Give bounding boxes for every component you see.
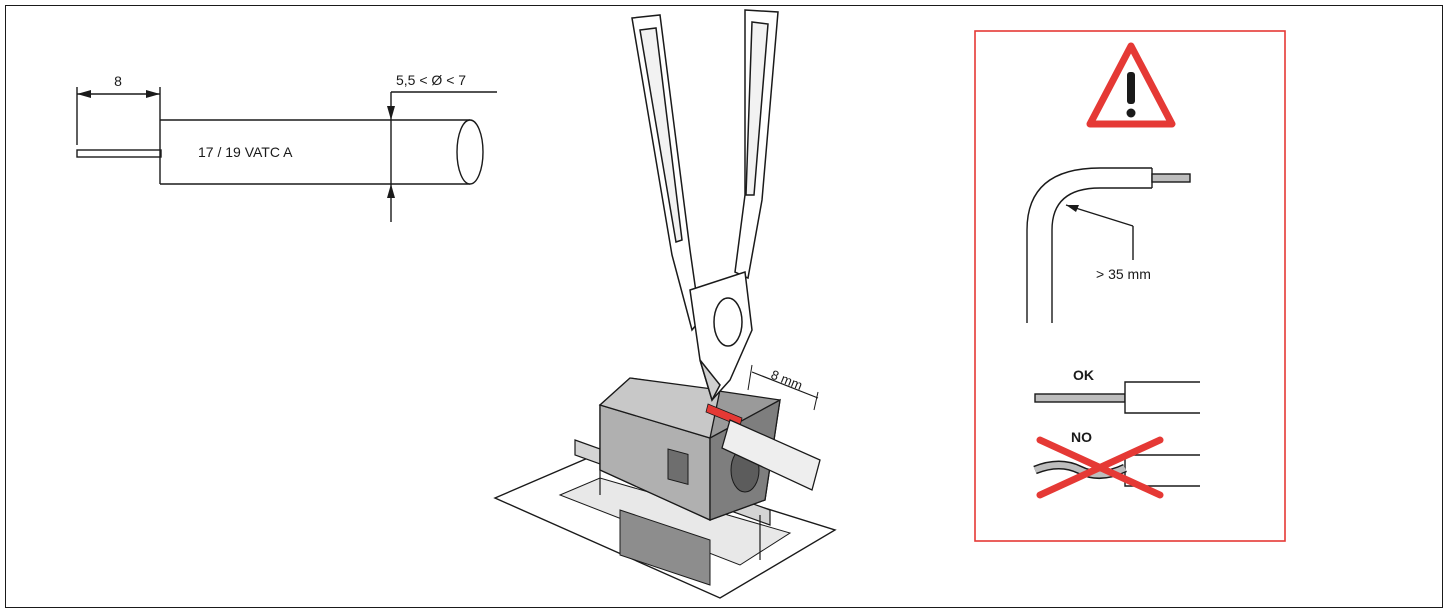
strip-length-label: 8 xyxy=(114,73,122,89)
plier-handle-right-grip xyxy=(745,21,769,196)
strip-arrow-right xyxy=(146,90,160,98)
diameter-arrow-bottom xyxy=(387,184,395,198)
bend-radius-drawing xyxy=(1026,167,1191,323)
ok-wire xyxy=(1034,393,1126,403)
diameter-range-label: 5,5 < Ø < 7 xyxy=(396,72,466,88)
install-strip-ext-right xyxy=(813,391,819,411)
plier-handle-left-grip xyxy=(639,27,683,243)
cable-entering xyxy=(721,419,821,491)
bend-cable-outer xyxy=(1026,167,1152,323)
ok-label: OK xyxy=(1073,367,1094,383)
ok-example xyxy=(1034,381,1200,414)
cable-type-label: 17 / 19 VATC A xyxy=(198,144,293,160)
no-label: NO xyxy=(1071,429,1092,445)
connector-latch xyxy=(667,448,689,485)
install-strip-label: 8 mm xyxy=(769,367,805,393)
cutting-pliers xyxy=(631,9,779,402)
bend-wire xyxy=(1151,173,1191,183)
radius-arrow xyxy=(1066,205,1079,212)
no-example xyxy=(1033,436,1200,499)
socket-back-box xyxy=(619,509,711,586)
strip-arrow-left xyxy=(77,90,91,98)
bend-cable-inner xyxy=(1051,187,1152,323)
diameter-arrow-top xyxy=(387,106,395,120)
installation-illustration xyxy=(493,9,837,599)
plier-pivot xyxy=(713,297,743,347)
stripped-conductor xyxy=(76,149,162,158)
plier-cutting-edge xyxy=(699,359,721,402)
ok-cable xyxy=(1124,381,1200,414)
install-strip-dimension xyxy=(751,371,819,399)
install-strip-ext-left xyxy=(747,364,753,391)
cable-spec-drawing xyxy=(76,87,497,222)
cable-sheath xyxy=(159,119,470,185)
bend-radius-label: > 35 mm xyxy=(1096,266,1151,282)
cable-cut-end xyxy=(456,119,484,185)
warning-triangle-icon xyxy=(1086,42,1176,128)
no-cross-line-2 xyxy=(1036,436,1164,499)
